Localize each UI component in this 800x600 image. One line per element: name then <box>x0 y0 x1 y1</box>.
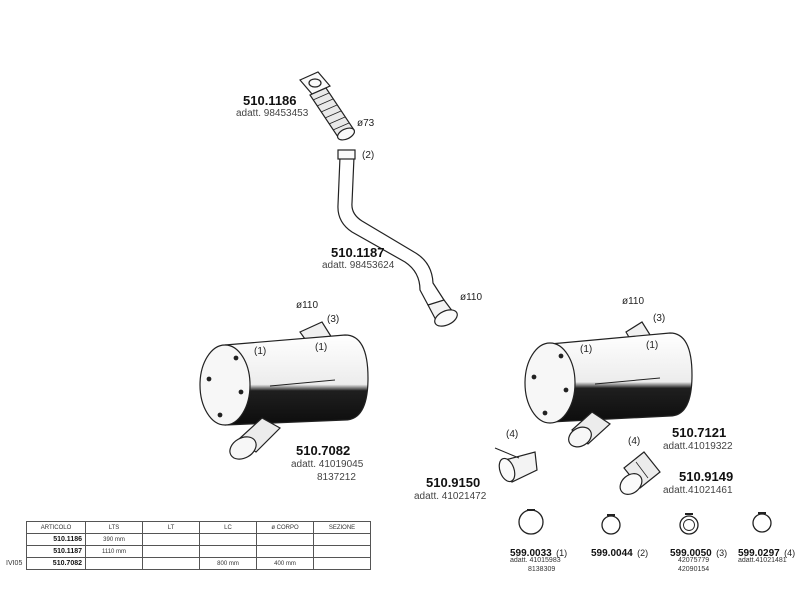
clamp-599-0033 <box>518 509 544 535</box>
clamp-code: 599.0050 <box>670 548 712 559</box>
table-cell <box>142 557 200 570</box>
table-cell: 510.7082 <box>26 557 86 570</box>
table-header: SEZIONE <box>313 521 371 534</box>
clamp-qty: (3) <box>716 548 728 558</box>
table-row: 510.1186 390 mm <box>26 533 371 546</box>
table-cell <box>256 533 314 546</box>
part-adatt-510-1187: adatt. 98453624 <box>322 260 395 271</box>
part-adatt-510-7082: adatt. 41019045 <box>291 459 364 470</box>
diameter-label: ø110 <box>460 292 483 303</box>
part-code-599-0297[interactable]: 599.0297 (4) <box>738 543 795 561</box>
table-header-row: ARTICOLO LTS LT LC ø CORPO SEZIONE <box>26 521 371 534</box>
part-adatt-599-0297: adatt.41021481 <box>738 557 787 564</box>
table-header: ARTICOLO <box>26 521 86 534</box>
part-adatt-510-9149: adatt.41021461 <box>663 485 733 496</box>
callout-note: (1) <box>646 340 659 351</box>
table-cell <box>142 545 200 558</box>
part-adatt2-510-7082: 8137212 <box>317 472 356 483</box>
tailpipe-tip-510-9149 <box>619 451 661 495</box>
table-cell <box>256 545 314 558</box>
part-adatt2-599-0033: 8138309 <box>528 566 556 573</box>
clamp-code: 599.0033 <box>510 548 552 559</box>
part-adatt-510-1186: adatt. 98453453 <box>236 108 309 119</box>
spec-table: ARTICOLO LTS LT LC ø CORPO SEZIONE 510.1… <box>26 521 371 570</box>
part-code-510-7082[interactable]: 510.7082 <box>296 443 351 458</box>
table-cell <box>313 557 371 570</box>
table-cell <box>313 545 371 558</box>
part-adatt-510-9150: adatt. 41021472 <box>414 491 487 502</box>
callout-note: (4) <box>506 429 519 440</box>
diameter-label: ø110 <box>622 296 645 307</box>
diameter-label: ø73 <box>357 118 375 129</box>
table-cell: 1110 mm <box>85 545 143 558</box>
part-code-510-9149[interactable]: 510.9149 <box>679 469 734 484</box>
part-code-599-0044[interactable]: 599.0044 (2) <box>591 543 648 561</box>
part-code-510-7121[interactable]: 510.7121 <box>672 425 727 440</box>
callout-note: (1) <box>254 346 267 357</box>
flex-pipe-510-1186 <box>299 71 356 141</box>
part-adatt-599-0050: 42075779 <box>678 557 710 564</box>
diameter-label: ø110 <box>296 300 319 311</box>
part-adatt-510-7121: adatt.41019322 <box>663 441 733 452</box>
part-adatt2-599-0050: 42090154 <box>678 566 710 573</box>
table-cell <box>199 533 257 546</box>
clamp-599-0297 <box>752 512 772 533</box>
pipe-510-1187 <box>337 149 458 327</box>
muffler-510-7082 <box>199 321 369 460</box>
table-cell <box>199 545 257 558</box>
table-cell <box>142 533 200 546</box>
clamp-qty: (2) <box>637 548 649 558</box>
table-cell: 510.1186 <box>26 533 86 546</box>
table-cell <box>313 533 371 546</box>
clamp-code: 599.0297 <box>738 548 780 559</box>
tailpipe-tip-510-9150 <box>494 447 538 483</box>
clamp-599-0050 <box>679 513 699 535</box>
part-code-599-0033[interactable]: 599.0033 (1) <box>510 543 567 561</box>
table-cell: 400 mm <box>256 557 314 570</box>
table-cell: 390 mm <box>85 533 143 546</box>
callout-note: (3) <box>653 313 666 324</box>
clamp-code: 599.0044 <box>591 548 633 559</box>
callout-note: (1) <box>315 342 328 353</box>
table-header: ø CORPO <box>256 521 314 534</box>
part-code-510-1186[interactable]: 510.1186 <box>243 93 297 108</box>
callout-note: (4) <box>628 436 641 447</box>
table-cell: 800 mm <box>199 557 257 570</box>
table-header: LC <box>199 521 257 534</box>
muffler-510-7121 <box>524 321 693 448</box>
side-label: IVI05 <box>6 560 23 567</box>
table-row: 510.7082 800 mm 400 mm <box>26 557 371 570</box>
table-row: 510.1187 1110 mm <box>26 545 371 558</box>
table-cell <box>85 557 143 570</box>
table-cell: 510.1187 <box>26 545 86 558</box>
table-header: LTS <box>85 521 143 534</box>
part-code-599-0050[interactable]: 599.0050 (3) <box>670 543 727 561</box>
part-adatt-599-0033: adatt. 41015983 <box>510 557 561 564</box>
clamp-599-0044 <box>601 514 621 535</box>
part-code-510-9150[interactable]: 510.9150 <box>426 475 481 490</box>
callout-note: (1) <box>580 344 593 355</box>
part-code-510-1187[interactable]: 510.1187 <box>331 245 385 260</box>
callout-note: (2) <box>362 150 375 161</box>
table-header: LT <box>142 521 200 534</box>
clamp-qty: (4) <box>784 548 796 558</box>
clamp-qty: (1) <box>556 548 568 558</box>
callout-note: (3) <box>327 314 340 325</box>
